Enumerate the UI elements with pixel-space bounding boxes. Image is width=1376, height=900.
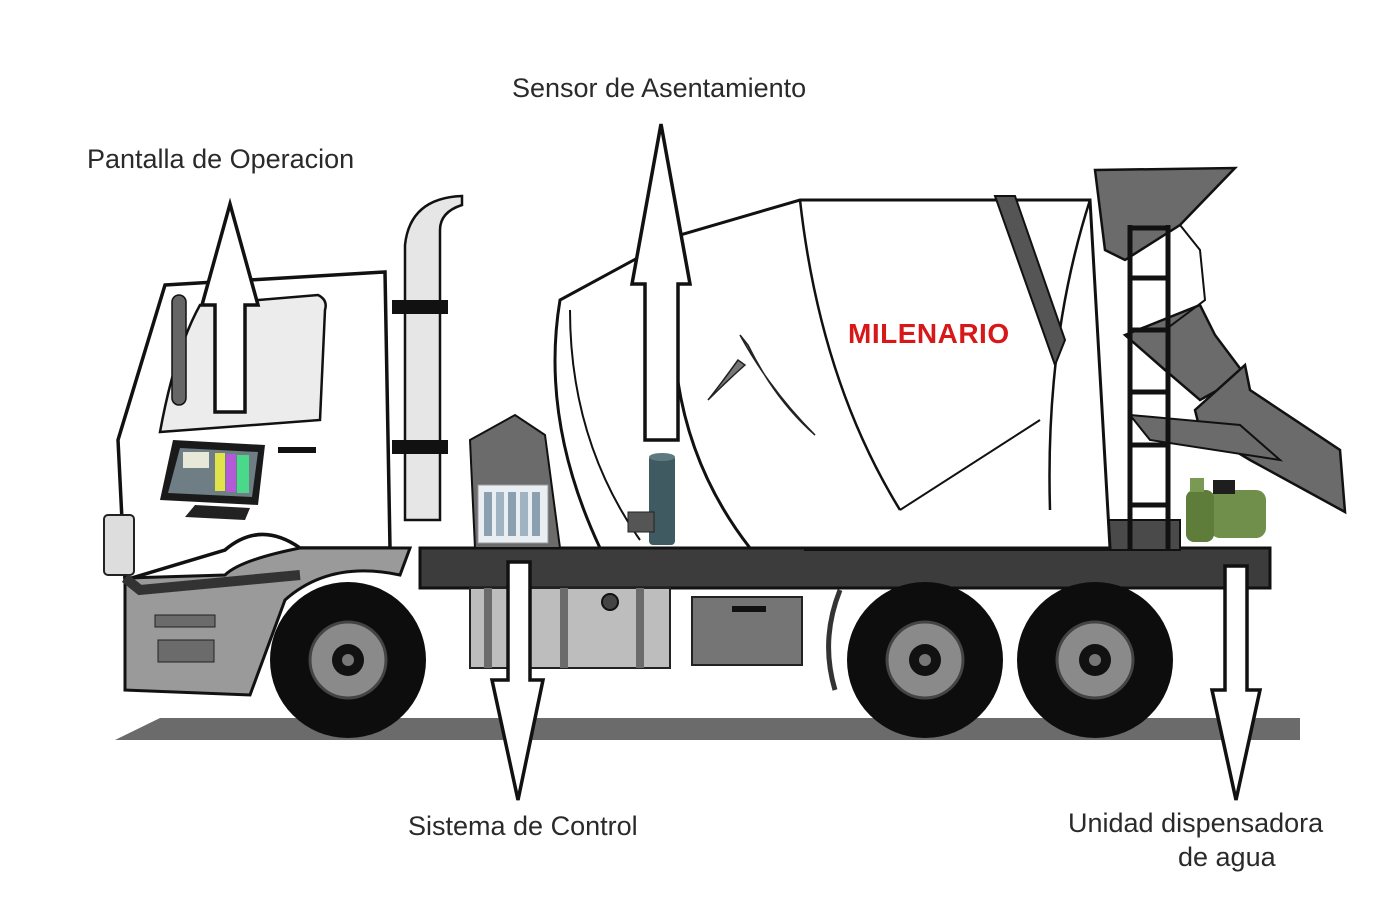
brand-logo-text: MILENARIO: [848, 318, 1010, 349]
front-wheel: [270, 582, 426, 738]
slump-sensor-icon: [627, 453, 675, 545]
drum-fin: [739, 334, 816, 436]
drum-fin: [707, 358, 747, 401]
label-unidad-dispensadora-line2: de agua: [1178, 842, 1276, 872]
hopper: [1093, 166, 1238, 262]
ground-shadow: [115, 718, 1300, 740]
label-sensor-de-asentamiento: Sensor de Asentamiento: [512, 73, 807, 103]
water-pump-icon: [1186, 478, 1266, 542]
label-sistema-de-control: Sistema de Control: [408, 811, 638, 841]
mixer-drum: [553, 198, 1112, 550]
ladder: [1127, 225, 1171, 550]
arrow-up-sensor: [629, 123, 693, 442]
label-unidad-dispensadora-line1: Unidad dispensadora: [1068, 808, 1324, 838]
drum-strap: [993, 195, 1067, 368]
arrow-down-control: [489, 560, 546, 801]
control-system-icon: [477, 484, 549, 544]
rear-wheel-2: [1017, 582, 1173, 738]
rear-wheel-1: [847, 582, 1003, 738]
exhaust-stack: [403, 194, 464, 522]
arrow-up-pantalla: [199, 197, 261, 414]
chassis-frame: [418, 546, 1272, 590]
arrow-down-agua: [1209, 564, 1263, 801]
operation-screen-icon: [160, 440, 265, 520]
side-mirror: [171, 294, 187, 406]
label-pantalla-de-operacion: Pantalla de Operacion: [87, 144, 355, 174]
